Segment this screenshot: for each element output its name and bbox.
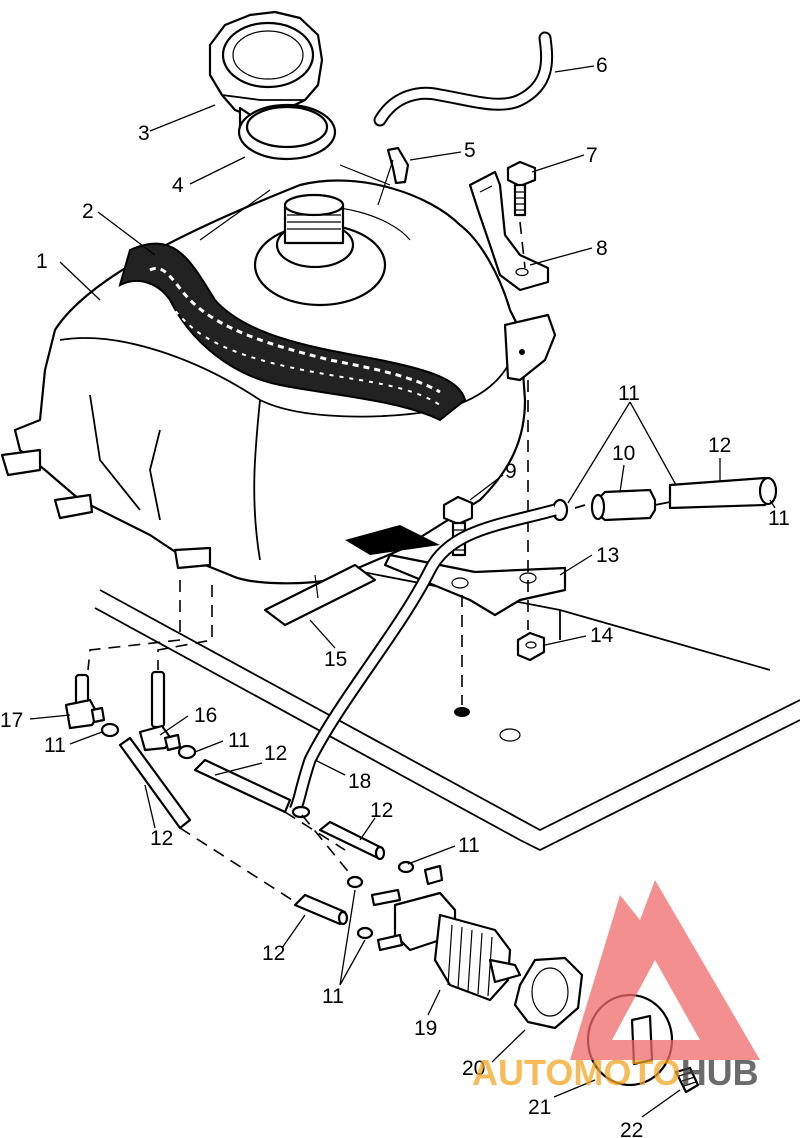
bracket-bolt (506, 160, 537, 217)
fuel-hose-left (118, 736, 192, 830)
cover-screw (674, 1066, 700, 1094)
callout-11: 11 (228, 729, 250, 752)
watermark-word-hub: HUB (681, 1052, 759, 1093)
callout-7: 7 (586, 144, 598, 167)
shutoff-valve (138, 670, 182, 752)
elbow-fitting (64, 673, 106, 730)
callout-labels: 1 2 3 4 5 6 7 8 9 10 11 12 11 13 14 15 1… (0, 54, 790, 1138)
clamp-pump-3 (397, 860, 415, 874)
fuel-hose-short (668, 476, 778, 510)
clamp-mid (177, 744, 197, 760)
fuel-pump (370, 864, 522, 1002)
clamp-pump-2 (356, 926, 374, 940)
callout-10: 10 (612, 442, 635, 465)
tank-decal (118, 242, 467, 422)
watermark-triangle-mark (570, 880, 760, 1060)
heat-shield-strip (263, 563, 377, 627)
callout-14: 14 (590, 624, 614, 647)
callout-12: 12 (264, 742, 287, 765)
frame-rails (94, 559, 800, 852)
watermark-logo: AUTOMOTOHUB (472, 880, 760, 1093)
callout-11: 11 (44, 734, 66, 757)
tank-bracket (468, 170, 550, 292)
callout-22: 22 (620, 1119, 643, 1138)
vent-fitting (386, 146, 410, 185)
callout-18: 18 (348, 770, 371, 793)
callout-9: 9 (505, 460, 517, 483)
callout-13: 13 (596, 544, 619, 567)
fuel-hose-right (318, 820, 386, 861)
vent-hose (373, 31, 554, 127)
clamp-left (100, 722, 120, 738)
callout-15: 15 (324, 648, 347, 671)
mount-nut (516, 631, 546, 662)
callout-11: 11 (458, 834, 480, 857)
callout-6: 6 (596, 54, 608, 77)
callout-21: 21 (528, 1096, 551, 1119)
watermark-word-moto: MOTO (573, 1052, 680, 1093)
callout-8: 8 (596, 237, 608, 260)
leader-lines (29, 65, 776, 1118)
pump-nut (513, 956, 584, 1030)
callout-20: 20 (462, 1057, 485, 1080)
callout-12: 12 (150, 827, 173, 850)
clamp-pump-1 (346, 875, 364, 889)
callout-1: 1 (36, 250, 48, 273)
callout-11: 11 (618, 382, 640, 405)
callout-3: 3 (138, 122, 150, 145)
inline-fuel-filter (574, 488, 671, 522)
fuel-hose-mid (193, 758, 292, 814)
callout-11: 11 (322, 985, 344, 1008)
callout-2: 2 (82, 200, 94, 223)
callout-12: 12 (708, 434, 731, 457)
cap-gasket (237, 103, 337, 161)
callout-16: 16 (194, 704, 217, 727)
callout-12: 12 (262, 942, 285, 965)
callout-4: 4 (172, 174, 184, 197)
callout-11: 11 (768, 507, 790, 530)
fuel-hose-bottom (293, 893, 349, 926)
watermark-word-auto: AUTO (472, 1052, 573, 1093)
callout-17: 17 (0, 709, 23, 732)
callout-5: 5 (464, 139, 476, 162)
callout-19: 19 (414, 1017, 437, 1040)
callout-12: 12 (370, 799, 393, 822)
svg-text:AUTOMOTOHUB: AUTOMOTOHUB (472, 1052, 759, 1093)
